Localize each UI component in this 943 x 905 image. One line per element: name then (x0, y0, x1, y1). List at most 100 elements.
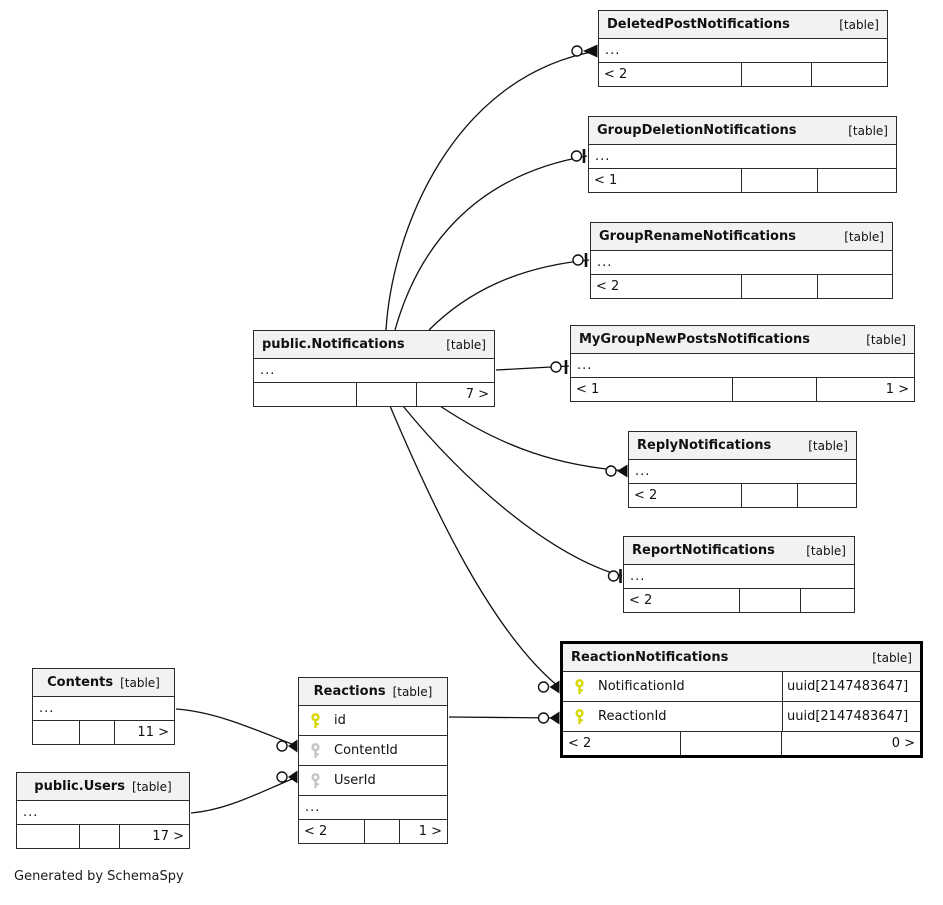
stat-parents (818, 275, 892, 298)
hidden-columns-row: ... (629, 460, 856, 484)
table-node-reactionnotifications[interactable]: ReactionNotifications [table] Notificati… (560, 641, 923, 758)
table-stats-row: < 2 (624, 589, 854, 612)
table-node-users[interactable]: public.Users [table] ... 17 > (16, 772, 190, 849)
table-tag: [table] (131, 779, 172, 794)
table-title: ReportNotifications (632, 543, 775, 558)
hidden-columns-row: ... (571, 354, 914, 378)
stat-middle (742, 275, 818, 298)
column-row-id: id (299, 706, 447, 736)
table-title: GroupRenameNotifications (599, 229, 796, 244)
table-tag: [table] (808, 438, 848, 453)
table-header: Reactions [table] (299, 678, 447, 706)
stat-middle (742, 169, 818, 192)
stat-parents (798, 484, 856, 507)
stat-children (33, 721, 80, 744)
edge-users-reactions (190, 776, 298, 814)
stat-children (254, 383, 357, 406)
table-stats-row: < 1 1 > (571, 378, 914, 401)
table-node-grouprenamenotifications[interactable]: GroupRenameNotifications [table] ... < 2 (590, 222, 893, 299)
table-node-deletedpostnotifications[interactable]: DeletedPostNotifications [table] ... < 2 (598, 10, 888, 87)
edge-notifications-reactionnotifications (389, 405, 560, 688)
table-header: DeletedPostNotifications [table] (599, 11, 887, 39)
table-node-groupdeletionnotifications[interactable]: GroupDeletionNotifications [table] ... <… (588, 116, 897, 193)
column-name: ContentId (334, 743, 398, 758)
table-tag: [table] (844, 229, 884, 244)
stat-middle (80, 825, 120, 848)
column-name: NotificationId (598, 679, 685, 694)
stat-parents (801, 589, 854, 612)
table-tag: [table] (120, 675, 160, 690)
table-header: ReplyNotifications [table] (629, 432, 856, 460)
hidden-columns-row: ... (589, 145, 896, 169)
edge-notifications-reply (439, 405, 628, 472)
foreign-key-icon (309, 772, 322, 789)
table-header: ReportNotifications [table] (624, 537, 854, 565)
stat-children: < 1 (589, 169, 742, 192)
table-title: ReactionNotifications (571, 650, 729, 665)
stat-middle (740, 589, 801, 612)
table-stats-row: < 2 (599, 63, 887, 86)
table-stats-row: 7 > (254, 383, 494, 406)
column-type: uuid[2147483647] (782, 702, 920, 731)
foreign-key-icon (309, 742, 322, 759)
column-name: UserId (334, 773, 376, 788)
edge-contents-reactions (175, 708, 298, 747)
table-stats-row: < 2 0 > (563, 732, 920, 755)
column-row-notificationid: NotificationId uuid[2147483647] (563, 672, 920, 702)
stat-children: < 2 (599, 63, 742, 86)
primary-key-icon (573, 708, 586, 725)
table-header: ReactionNotifications [table] (563, 644, 920, 672)
hidden-columns-row: ... (591, 251, 892, 275)
table-node-mygroupnewpostsnotifications[interactable]: MyGroupNewPostsNotifications [table] ...… (570, 325, 915, 402)
stat-middle (733, 378, 817, 401)
stat-children: < 2 (629, 484, 742, 507)
edge-notifications-mygroup (495, 365, 570, 371)
table-stats-row: 17 > (17, 825, 189, 848)
table-tag: [table] (866, 332, 906, 347)
stat-parents: 11 > (137, 725, 169, 740)
table-tag: [table] (446, 337, 486, 352)
table-tag: [table] (848, 123, 888, 138)
table-tag: [table] (392, 684, 433, 699)
stat-middle (365, 820, 400, 843)
hidden-columns-row: ... (33, 697, 174, 721)
table-node-notifications[interactable]: public.Notifications [table] ... 7 > (253, 330, 495, 407)
table-node-reportnotifications[interactable]: ReportNotifications [table] ... < 2 (623, 536, 855, 613)
stat-parents: 1 > (885, 382, 909, 397)
stat-middle (80, 721, 115, 744)
table-title: public.Users (34, 779, 125, 794)
hidden-columns-row: ... (299, 796, 447, 820)
table-stats-row: < 2 (629, 484, 856, 507)
stat-children: < 2 (299, 820, 365, 843)
table-header: public.Users [table] (17, 773, 189, 801)
stat-children: < 2 (591, 275, 742, 298)
edge-notifications-report (402, 405, 623, 577)
stat-middle (357, 383, 417, 406)
table-stats-row: < 1 (589, 169, 896, 192)
hidden-columns-row: ... (254, 359, 494, 383)
column-row-contentid: ContentId (299, 736, 447, 766)
primary-key-icon (309, 712, 322, 729)
table-stats-row: < 2 (591, 275, 892, 298)
column-name: ReactionId (598, 709, 667, 724)
table-header: public.Notifications [table] (254, 331, 494, 359)
table-node-contents[interactable]: Contents [table] ... 11 > (32, 668, 175, 745)
generator-credit: Generated by SchemaSpy (14, 869, 184, 884)
stat-parents: 0 > (891, 736, 915, 751)
stat-middle (742, 484, 798, 507)
table-header: Contents [table] (33, 669, 174, 697)
primary-key-icon (573, 678, 586, 695)
stat-parents: 17 > (152, 829, 184, 844)
stat-parents (812, 63, 887, 86)
stat-children: < 1 (571, 378, 733, 401)
hidden-columns-row: ... (624, 565, 854, 589)
stat-children: < 2 (563, 732, 681, 755)
table-tag: [table] (872, 650, 912, 665)
table-tag: [table] (806, 543, 846, 558)
edge-reactions-reactionnotifications (448, 716, 560, 719)
stat-middle (742, 63, 812, 86)
table-node-replynotifications[interactable]: ReplyNotifications [table] ... < 2 (628, 431, 857, 508)
table-title: DeletedPostNotifications (607, 17, 790, 32)
table-title: Contents (47, 675, 114, 690)
table-node-reactions[interactable]: Reactions [table] id ContentId (298, 677, 448, 844)
